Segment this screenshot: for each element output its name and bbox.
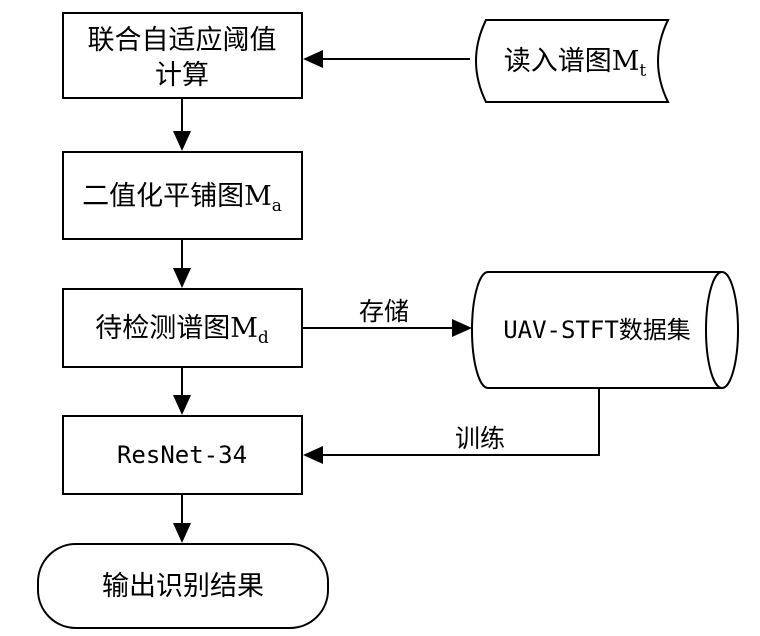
edge-threshold-to-binary [173, 98, 191, 151]
arrowhead-right [452, 319, 472, 337]
detect-spectrum-label-sub: d [258, 328, 269, 348]
edge-detect-to-dataset: 存储 [302, 297, 472, 337]
dataset-label: UAV-STFT数据集 [503, 316, 691, 344]
resnet-node: ResNet-34 [62, 415, 303, 495]
edge-read-to-threshold [303, 50, 470, 68]
threshold-label-line1: 联合自适应阈值 [88, 25, 277, 56]
edge-resnet-to-output [173, 494, 191, 543]
arrowhead-down [173, 268, 191, 288]
binary-map-label-main: 二值化平铺图M [82, 181, 272, 212]
arrowhead-left [303, 50, 323, 68]
threshold-node: 联合自适应阈值 计算 [62, 12, 303, 99]
edge-detect-to-resnet [173, 367, 191, 415]
dataset-node: UAV-STFT数据集 [471, 271, 739, 389]
edge-dataset-to-resnet: 训练 [303, 388, 600, 464]
detect-spectrum-label-main: 待检测谱图M [95, 313, 258, 344]
read-spectrum-label-sub: t [639, 61, 646, 81]
binary-map-node: 二值化平铺图Ma [62, 151, 303, 240]
read-spectrum-label: 读入谱图Mt [504, 46, 647, 81]
output-node: 输出识别结果 [37, 543, 329, 629]
read-spectrum-node: 读入谱图Mt [475, 19, 670, 103]
edge-binary-to-detect [173, 239, 191, 288]
detect-spectrum-label: 待检测谱图Md [95, 313, 269, 348]
train-edge-label: 训练 [455, 424, 505, 453]
threshold-label-line2: 计算 [155, 60, 209, 91]
binary-map-label: 二值化平铺图Ma [82, 181, 282, 216]
resnet-label: ResNet-34 [117, 441, 247, 469]
arrowhead-down [173, 395, 191, 415]
arrowhead-left [303, 446, 323, 464]
detect-spectrum-node: 待检测谱图Md [62, 288, 303, 368]
read-spectrum-label-main: 读入谱图M [504, 46, 640, 77]
store-edge-label: 存储 [359, 297, 409, 326]
output-label: 输出识别结果 [102, 571, 264, 602]
arrowhead-down [173, 523, 191, 543]
arrowhead-down [173, 131, 191, 151]
binary-map-label-sub: a [272, 196, 282, 216]
